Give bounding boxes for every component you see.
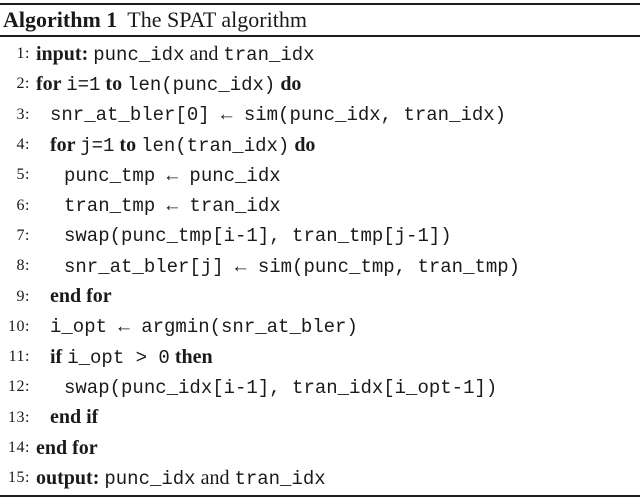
keyword-segment: for bbox=[36, 72, 67, 95]
top-rule bbox=[0, 3, 640, 5]
keyword-segment: output: bbox=[36, 466, 105, 489]
algorithm-line: 14: end for bbox=[0, 433, 640, 463]
line-number: 8: bbox=[16, 257, 30, 275]
algorithm-line: 3: snr_at_bler[0] ← sim(punc_idx, tran_id… bbox=[0, 100, 640, 130]
keyword-segment: to bbox=[114, 133, 142, 156]
line-content: swap(punc_tmp[i-1], tran_tmp[j-1]) bbox=[36, 224, 452, 247]
keyword-segment: end if bbox=[50, 406, 99, 429]
line-number: 6: bbox=[16, 196, 30, 214]
line-content: output: punc_idx and tran_idx bbox=[36, 467, 326, 490]
code-segment: swap(punc_idx[i-1], tran_idx[i_opt-1]) bbox=[64, 376, 498, 399]
algorithm-caption: Algorithm 1 The SPAT algorithm bbox=[0, 5, 640, 35]
code-segment: len(tran_idx) bbox=[141, 134, 290, 157]
line-number: 15: bbox=[8, 469, 30, 487]
algorithm-line: 12: swap(punc_idx[i-1], tran_idx[i_opt-1]… bbox=[0, 372, 640, 402]
algorithm-line: 1: input: punc_idx and tran_idx bbox=[0, 39, 640, 69]
line-content: end for bbox=[36, 437, 98, 460]
line-content: punc_tmp ← punc_idx bbox=[36, 164, 281, 187]
code-segment: snr_at_bler[j] ← sim(punc_tmp, tran_tmp) bbox=[64, 255, 521, 278]
keyword-segment: end for bbox=[50, 285, 112, 308]
line-number: 4: bbox=[16, 136, 30, 154]
keyword-segment: do bbox=[289, 133, 316, 156]
keyword-segment: input: bbox=[36, 42, 94, 65]
code-segment: i_opt ← argmin(snr_at_bler) bbox=[50, 316, 358, 339]
text-segment: and bbox=[195, 466, 235, 489]
line-number: 13: bbox=[8, 408, 30, 426]
code-segment: i_opt > 0 bbox=[67, 346, 170, 369]
line-content: for i=1 to len(punc_idx) do bbox=[36, 73, 301, 96]
algorithm-line: 7: swap(punc_tmp[i-1], tran_tmp[j-1]) bbox=[0, 221, 640, 251]
algorithm-line: 10: i_opt ← argmin(snr_at_bler) bbox=[0, 312, 640, 342]
line-content: input: punc_idx and tran_idx bbox=[36, 43, 315, 66]
code-segment: tran_idx bbox=[223, 43, 315, 66]
algorithm-line: 8: snr_at_bler[j] ← sim(punc_tmp, tran_tm… bbox=[0, 251, 640, 281]
algorithm-title: The SPAT algorithm bbox=[127, 7, 307, 32]
code-segment: snr_at_bler[0] ← sim(punc_idx, tran_idx) bbox=[50, 104, 507, 127]
caption-rule bbox=[0, 35, 640, 37]
code-segment: len(punc_idx) bbox=[127, 73, 276, 96]
bottom-rule bbox=[0, 495, 640, 498]
line-content: i_opt ← argmin(snr_at_bler) bbox=[36, 315, 358, 338]
algorithm-line: 9: end for bbox=[0, 281, 640, 311]
keyword-segment: then bbox=[169, 345, 213, 368]
line-number: 11: bbox=[8, 348, 30, 366]
algorithm-line: 13: end if bbox=[0, 403, 640, 433]
line-content: tran_tmp ← tran_idx bbox=[36, 194, 281, 217]
line-number: 10: bbox=[8, 317, 30, 335]
algorithm-line: 6: tran_tmp ← tran_idx bbox=[0, 190, 640, 220]
keyword-segment: if bbox=[50, 345, 68, 368]
line-content: end for bbox=[36, 285, 112, 308]
algorithm-line: 4: for j=1 to len(tran_idx) do bbox=[0, 130, 640, 160]
algorithm-body: 1: input: punc_idx and tran_idx 2: for i=1 … bbox=[0, 37, 640, 495]
keyword-segment: do bbox=[275, 72, 302, 95]
code-segment: j=1 bbox=[80, 134, 115, 157]
code-segment: tran_tmp ← tran_idx bbox=[64, 195, 281, 218]
code-segment: tran_idx bbox=[234, 467, 326, 490]
algorithm-line: 15: output: punc_idx and tran_idx bbox=[0, 463, 640, 493]
code-segment: punc_tmp ← punc_idx bbox=[64, 164, 281, 187]
keyword-segment: end for bbox=[36, 436, 98, 459]
line-content: snr_at_bler[j] ← sim(punc_tmp, tran_tmp) bbox=[36, 255, 520, 278]
line-content: if i_opt > 0 then bbox=[36, 346, 213, 369]
algorithm-label: Algorithm 1 bbox=[3, 7, 118, 32]
line-content: for j=1 to len(tran_idx) do bbox=[36, 134, 315, 157]
line-number: 7: bbox=[16, 226, 30, 244]
code-segment: i=1 bbox=[66, 73, 101, 96]
line-number: 5: bbox=[16, 166, 30, 184]
line-number: 9: bbox=[16, 287, 30, 305]
code-segment: punc_idx bbox=[104, 467, 196, 490]
algorithm-line: 5: punc_tmp ← punc_idx bbox=[0, 160, 640, 190]
line-number: 3: bbox=[16, 105, 30, 123]
code-segment: punc_idx bbox=[93, 43, 185, 66]
line-content: swap(punc_idx[i-1], tran_idx[i_opt-1]) bbox=[36, 376, 497, 399]
line-number: 2: bbox=[16, 75, 30, 93]
line-number: 14: bbox=[8, 439, 30, 456]
code-segment: swap(punc_tmp[i-1], tran_tmp[j-1]) bbox=[64, 225, 452, 248]
keyword-segment: to bbox=[100, 72, 128, 95]
line-number: 12: bbox=[8, 378, 30, 396]
line-number: 1: bbox=[16, 45, 30, 63]
text-segment: and bbox=[184, 42, 224, 65]
line-content: snr_at_bler[0] ← sim(punc_idx, tran_idx) bbox=[36, 103, 506, 126]
algorithm-line: 2: for i=1 to len(punc_idx) do bbox=[0, 69, 640, 99]
algorithm-line: 11: if i_opt > 0 then bbox=[0, 342, 640, 372]
keyword-segment: for bbox=[50, 133, 81, 156]
line-content: end if bbox=[36, 406, 98, 429]
